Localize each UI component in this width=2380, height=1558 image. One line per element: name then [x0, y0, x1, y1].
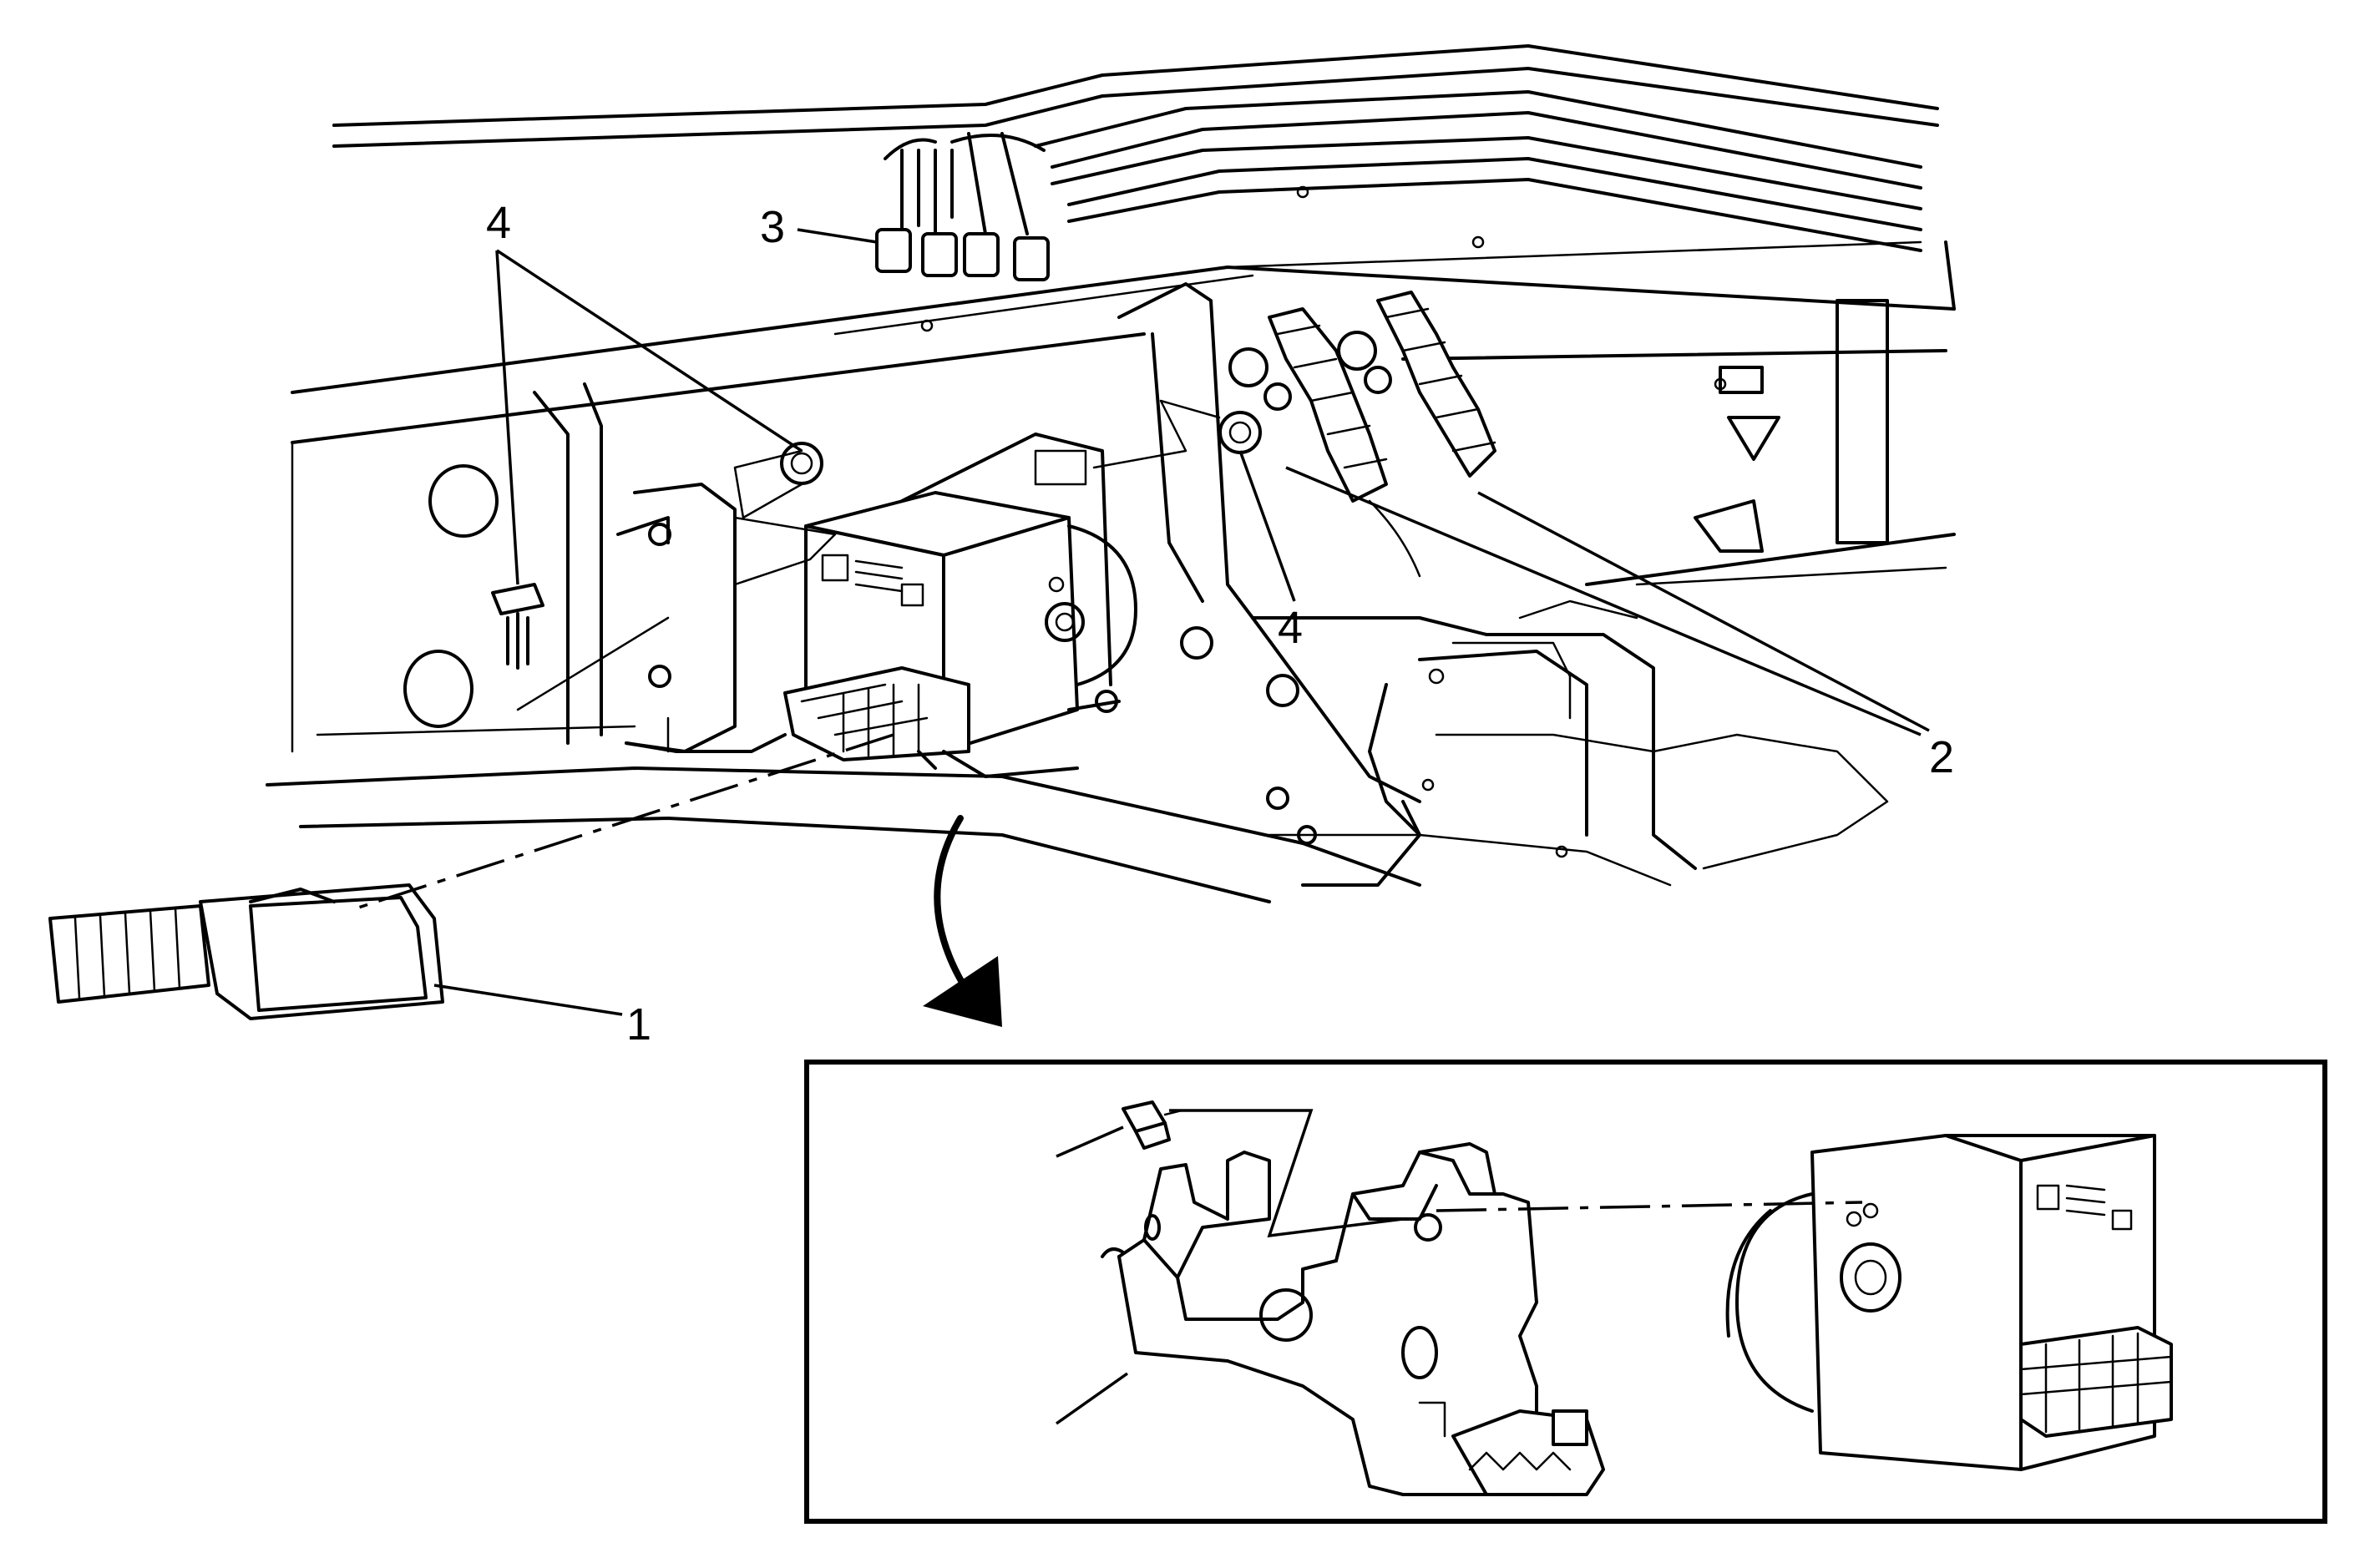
- wiring-harness-connector: [48, 883, 444, 1020]
- callout-2: 2: [1929, 732, 1954, 782]
- callout-4-top: 4: [486, 198, 511, 248]
- detail-arrow: [923, 815, 1002, 1027]
- frame-rail: [266, 185, 1956, 903]
- callout-4-right: 4: [1278, 603, 1303, 653]
- inset-detail: [804, 1060, 2327, 1524]
- abs-modulator-assembly: [616, 291, 1496, 845]
- leader-lines: [350, 228, 1930, 1016]
- brake-lines: [332, 44, 1939, 281]
- fastener-bolts: [491, 411, 1262, 670]
- callout-1: 1: [626, 999, 651, 1050]
- callout-3: 3: [760, 202, 785, 252]
